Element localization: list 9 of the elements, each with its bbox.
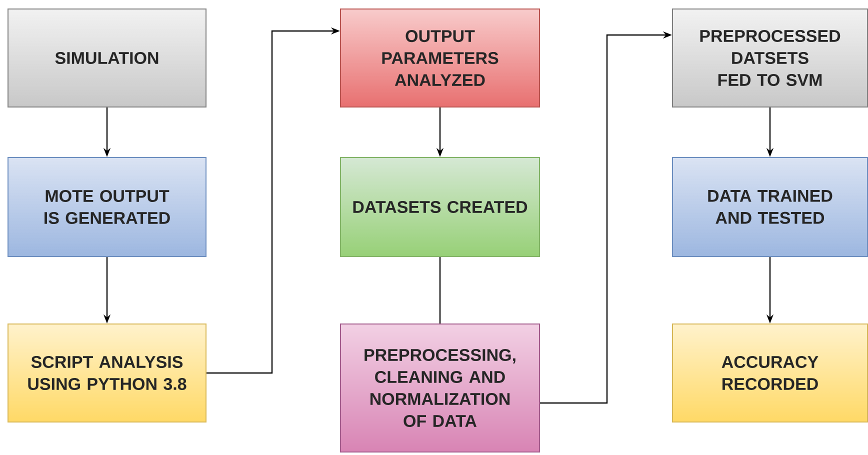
- process-box: MOTE OUTPUT IS GENERATED: [8, 157, 206, 257]
- process-box: PREPROCESSING, CLEANING AND NORMALIZATION OF DATA: [340, 324, 540, 452]
- process-box: OUTPUT PARAMETERS ANALYZED: [340, 8, 540, 108]
- process-box: PREPROCESSED DATSETS FED TO SVM: [672, 8, 868, 108]
- process-box: SIMULATION: [8, 8, 206, 108]
- process-box: DATASETS CREATED: [340, 157, 540, 257]
- process-box: DATA TRAINED AND TESTED: [672, 157, 868, 257]
- process-box: ACCURACY RECORDED: [672, 324, 868, 422]
- process-box: SCRIPT ANALYSIS USING PYTHON 3.8: [8, 324, 206, 422]
